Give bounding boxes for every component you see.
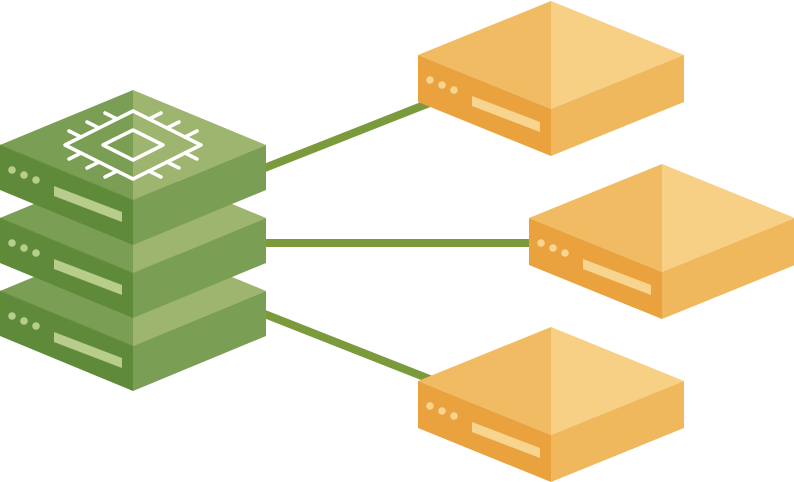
server-top-top-right: [551, 1, 684, 109]
connections: [260, 98, 532, 384]
cpu-chip-pin: [183, 129, 199, 139]
server-bottom-drive-slot: [472, 422, 540, 458]
cpu-chip-pin: [147, 169, 163, 179]
server-top-top-left: [418, 1, 551, 109]
server-top-drive-slot: [472, 96, 540, 132]
server-top: [418, 1, 684, 156]
stack-layer-edge: [0, 144, 134, 201]
server-top-indicator-light: [450, 86, 458, 94]
cpu-chip-pin: [147, 111, 163, 121]
server-bottom-top-right: [551, 327, 684, 435]
stack-indicator-light: [20, 171, 28, 179]
server-bottom-right-face: [551, 381, 684, 482]
stack-indicator-light: [32, 176, 40, 184]
cpu-chip-pin: [85, 120, 101, 130]
stack-indicator-light: [32, 249, 40, 257]
cpu-server-stack: [0, 90, 266, 391]
server-top-right-face: [551, 55, 684, 156]
stack-indicator-light: [20, 317, 28, 325]
cpu-chip-pin: [165, 120, 181, 130]
stack-drive-slot: [54, 259, 122, 295]
cpu-chip-outer: [63, 109, 203, 181]
server-bottom-indicator-light: [426, 402, 434, 410]
server-bottom-indicator-light: [450, 412, 458, 420]
connection-line-3: [260, 309, 434, 384]
stack-drive-slot: [54, 332, 122, 368]
stack-layer-edge: [0, 290, 134, 347]
server-middle-top-left: [529, 164, 662, 272]
cpu-chip-pin: [103, 111, 119, 121]
cpu-chip-pin: [103, 169, 119, 179]
server-bottom: [418, 327, 684, 482]
server-middle: [529, 164, 794, 319]
cpu-chip-pin: [67, 151, 83, 161]
server-middle-indicator-light: [561, 249, 569, 257]
cpu-chip-core: [101, 128, 165, 162]
server-middle-top-right: [662, 164, 794, 272]
stack-indicator-light: [8, 312, 16, 320]
server-top-indicator-light: [438, 81, 446, 89]
server-middle-indicator-light: [537, 239, 545, 247]
stack-layer-right-face: [133, 145, 266, 245]
cpu-chip-pin: [67, 129, 83, 139]
connection-line-1: [260, 98, 434, 173]
server-middle-right-face: [662, 218, 794, 319]
stack-indicator-light: [8, 166, 16, 174]
server-middle-indicator-light: [549, 244, 557, 252]
stack-indicator-light: [20, 244, 28, 252]
cpu-chip-pin: [85, 160, 101, 170]
stack-layer-right-face: [133, 218, 266, 318]
stack-layer-right-face: [133, 291, 266, 391]
server-bottom-indicator-light: [438, 407, 446, 415]
cpu-chip-pin: [165, 160, 181, 170]
server-middle-drive-slot: [583, 259, 651, 295]
server-bottom-top-left: [418, 327, 551, 435]
stack-indicator-light: [32, 322, 40, 330]
stack-layer-edge: [0, 217, 134, 274]
server-top-indicator-light: [426, 76, 434, 84]
stack-drive-slot: [54, 186, 122, 222]
cpu-chip-pin: [183, 151, 199, 161]
stack-indicator-light: [8, 239, 16, 247]
peer-servers: [418, 1, 794, 482]
cpu-chip-icon: [63, 109, 203, 181]
